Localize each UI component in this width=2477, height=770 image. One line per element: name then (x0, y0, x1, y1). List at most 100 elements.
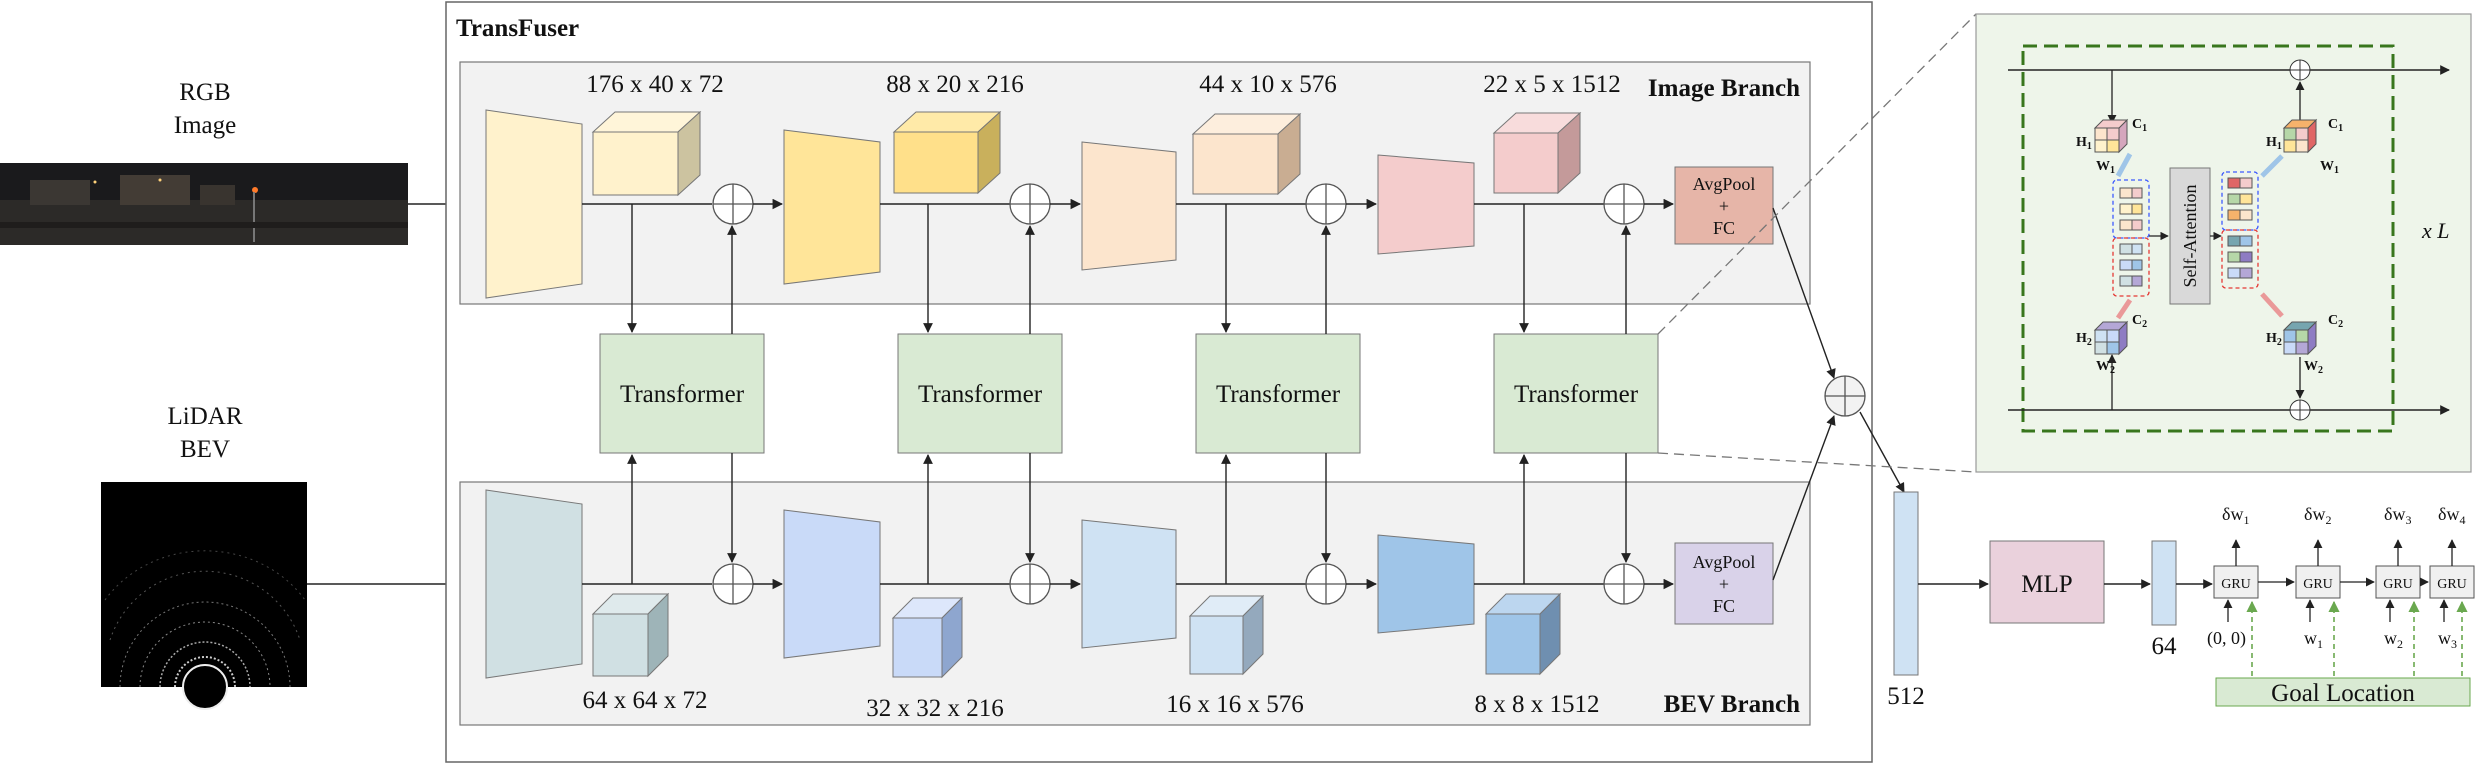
gru-cell-2: GRU (2295, 565, 2341, 599)
mlp-label: MLP (2021, 571, 2072, 598)
image-dim-1: 176 x 40 x 72 (586, 71, 724, 98)
inset-h1: H1 (2076, 135, 2092, 152)
gru-output-4: δw4 (2438, 504, 2465, 527)
image-feature-cube-4 (1492, 111, 1582, 195)
inset-w1-right: W1 (2320, 159, 2339, 176)
inset-c2: C2 (2132, 313, 2147, 330)
inset-bev-tokens-cube (2093, 320, 2129, 356)
image-feature-cube-1 (591, 110, 702, 197)
feature-512-bar (1893, 491, 1919, 676)
image-feature-cube-3 (1191, 112, 1302, 196)
svg-text:GRU: GRU (2303, 577, 2333, 592)
inset-image-tokens-cube (2093, 118, 2129, 154)
inset-h1-right: H1 (2266, 135, 2282, 152)
transformer-label-1: Transformer (620, 381, 745, 408)
bev-dim-1: 64 x 64 x 72 (583, 687, 708, 714)
repeat-label: x L (2421, 218, 2450, 243)
gru-cell-4: GRU (2429, 565, 2475, 599)
transformer-label-3: Transformer (1216, 381, 1341, 408)
image-feature-cube-2 (892, 110, 1002, 195)
gru-output-1: δw1 (2222, 504, 2249, 527)
inset-c1-right: C1 (2328, 117, 2343, 134)
self-attention-label: Self-Attention (2180, 185, 2200, 288)
goal-location-label: Goal Location (2271, 680, 2415, 707)
transformer-label-2: Transformer (918, 381, 1043, 408)
gru-output-3: δw3 (2384, 504, 2411, 527)
image-to-sum-arrow (1772, 207, 1836, 379)
bev-encoder-2 (783, 509, 881, 659)
inset-bev-output-cube (2282, 320, 2318, 356)
inset-arrow-right-pink (2260, 292, 2284, 318)
mlp-block (1989, 540, 2105, 624)
inset-arrow-right-blue (2260, 154, 2284, 178)
lidar-bev-image (101, 482, 307, 710)
bev-encoder-4 (1377, 534, 1475, 634)
image-avgpool-fc (1674, 166, 1774, 245)
inset-c1: C1 (2132, 117, 2147, 134)
bev-dim-4: 8 x 8 x 1512 (1475, 691, 1600, 718)
gru-output-2: δw2 (2304, 504, 2331, 527)
attention-inset-panel (1975, 13, 2472, 473)
svg-text:GRU: GRU (2221, 577, 2251, 592)
bev-dim-3: 16 x 16 x 576 (1166, 691, 1304, 718)
bev-pool-line1: AvgPool (1693, 552, 1756, 572)
inset-token-stack-left (2112, 179, 2150, 297)
transformer-label-4: Transformer (1514, 381, 1639, 408)
inset-c2-right: C2 (2328, 313, 2343, 330)
image-pool-line3: FC (1713, 218, 1735, 238)
bev-feature-cube-2 (891, 596, 964, 679)
bev-pool-line2: + (1719, 574, 1729, 594)
rgb-label-line1: RGB (179, 79, 230, 106)
zoom-line-bottom (1657, 452, 1977, 473)
inset-h2-right: H2 (2266, 331, 2282, 348)
bev-feature-cube-4 (1484, 592, 1562, 676)
image-encoder-3 (1081, 141, 1177, 271)
inset-w2-right: W2 (2304, 359, 2323, 376)
svg-text:GRU: GRU (2437, 577, 2467, 592)
image-encoder-2 (783, 129, 881, 285)
goal-location-box (2215, 677, 2471, 707)
image-encoder-1 (485, 109, 583, 299)
feature-64-label: 64 (2152, 633, 2178, 660)
gru-input-4: w3 (2438, 628, 2457, 651)
inset-w1: W1 (2096, 159, 2115, 176)
lidar-label-line2: BEV (180, 436, 230, 463)
lidar-label-line1: LiDAR (168, 403, 243, 430)
bev-avgpool-fc (1674, 542, 1774, 625)
inset-image-output-cube (2282, 118, 2318, 154)
gru-input-2: w1 (2304, 628, 2323, 651)
bev-branch-label: BEV Branch (1664, 691, 1800, 718)
transfuser-title: TransFuser (456, 15, 579, 42)
svg-text:GRU: GRU (2383, 577, 2413, 592)
image-dim-2: 88 x 20 x 216 (886, 71, 1024, 98)
transformer-block-1: Transformer (599, 333, 765, 454)
image-branch-label: Image Branch (1648, 75, 1800, 102)
bev-feature-cube-3 (1188, 594, 1265, 676)
gru-cell-3: GRU (2375, 565, 2421, 599)
image-pool-line1: AvgPool (1693, 174, 1756, 194)
inset-w2: W2 (2096, 359, 2115, 376)
inset-arrow-down-pink (2115, 298, 2133, 320)
image-pool-line2: + (1719, 196, 1729, 216)
bev-to-sum-arrow (1772, 415, 1836, 581)
bev-dim-2: 32 x 32 x 216 (866, 695, 1004, 722)
gru-input-3: w2 (2384, 628, 2403, 651)
image-encoder-4 (1377, 154, 1475, 255)
gru-cell-1: GRU (2213, 565, 2259, 599)
bev-encoder-1 (485, 489, 583, 679)
image-dim-4: 22 x 5 x 1512 (1483, 71, 1621, 98)
bev-encoder-3 (1081, 519, 1177, 649)
self-attention-block (2169, 167, 2211, 305)
bev-pool-line3: FC (1713, 596, 1735, 616)
transformer-block-3: Transformer (1195, 333, 1361, 454)
feature-64-bar (2151, 540, 2177, 626)
transformer-block-2: Transformer (897, 333, 1063, 454)
rgb-image (0, 163, 408, 245)
gru-input-1: (0, 0) (2207, 628, 2246, 649)
image-dim-3: 44 x 10 x 576 (1199, 71, 1337, 98)
feature-512-label: 512 (1887, 683, 1925, 710)
rgb-label-line2: Image (174, 112, 236, 139)
transformer-block-4: Transformer (1493, 333, 1659, 454)
inset-token-stack-right (2221, 171, 2259, 289)
